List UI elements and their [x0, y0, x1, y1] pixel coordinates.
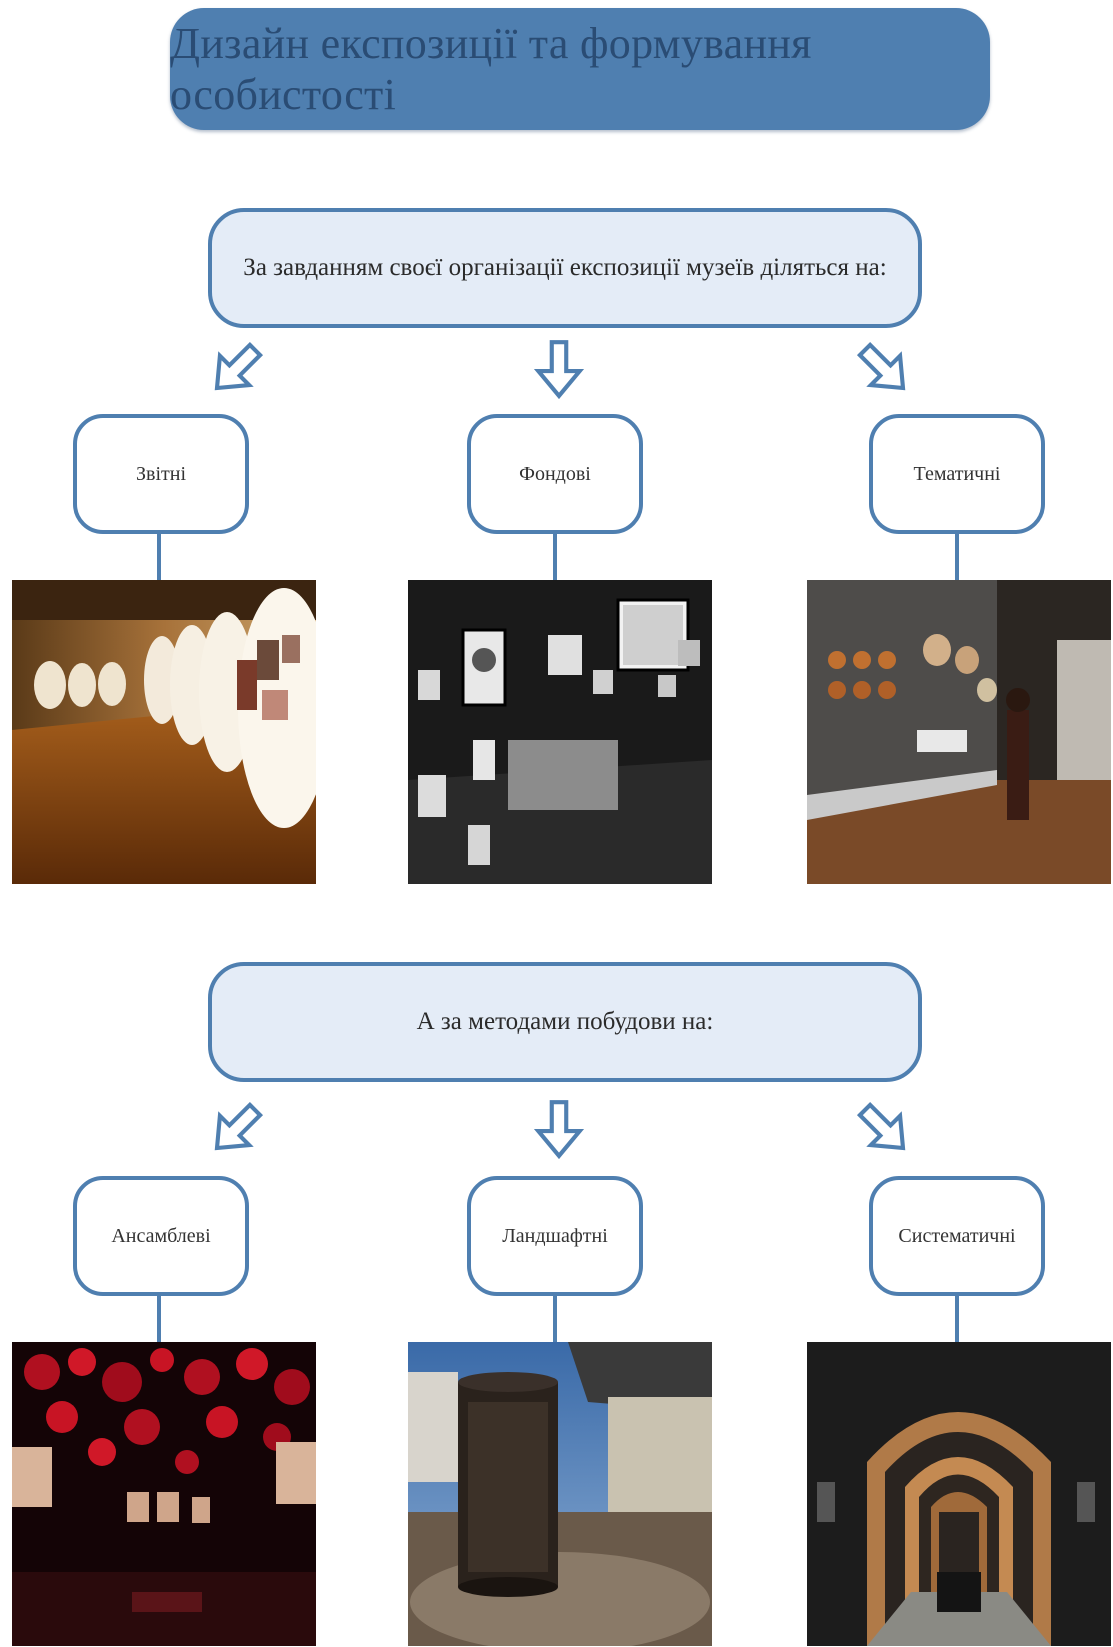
category-box-zvitni: Звітні [73, 414, 249, 534]
category-label: Звітні [135, 462, 187, 485]
category-box-tematychni: Тематичні [869, 414, 1045, 534]
connector-line [553, 1296, 557, 1342]
category-box-landshaftni: Ландшафтні [467, 1176, 643, 1296]
section2-header: А за методами побудови на: [416, 1008, 714, 1035]
arrow-down-left-icon [205, 338, 267, 400]
category-label: Фондові [519, 462, 591, 485]
arrow-down-icon [528, 338, 590, 400]
category-box-systematychni: Систематичні [869, 1176, 1045, 1296]
arrow-down-right-icon [853, 1098, 915, 1160]
category-label: Тематичні [913, 462, 1001, 485]
connector-line [157, 1296, 161, 1342]
photo-gallery-circular-panels [12, 580, 316, 884]
photo-ensemble-red-installation [12, 1342, 316, 1646]
category-label: Систематичні [898, 1224, 1016, 1247]
arrow-down-right-icon [853, 338, 915, 400]
connector-line [955, 1296, 959, 1342]
category-label: Ландшафтні [502, 1224, 608, 1247]
connector-line [553, 534, 557, 580]
section2-header-box: А за методами побудови на: [208, 962, 922, 1082]
section1-header-box: За завданням своєї організації експозиці… [208, 208, 922, 328]
connector-line [157, 534, 161, 580]
category-box-ansamblevi: Ансамблеві [73, 1176, 249, 1296]
diagram-title: Дизайн експозиції та формування особисто… [170, 19, 812, 119]
photo-systematic-arches [807, 1342, 1111, 1646]
diagram-title-box: Дизайн експозиції та формування особисто… [170, 8, 990, 130]
connector-line [955, 534, 959, 580]
photo-gallery-bw-frames [408, 580, 712, 884]
arrow-down-left-icon [205, 1098, 267, 1160]
category-box-fondovi: Фондові [467, 414, 643, 534]
photo-thematic-showcase [807, 580, 1111, 884]
photo-landscape-cylinder [408, 1342, 712, 1646]
section1-header: За завданням своєї організації експозиці… [243, 254, 887, 281]
arrow-down-icon [528, 1098, 590, 1160]
category-label: Ансамблеві [111, 1224, 211, 1247]
